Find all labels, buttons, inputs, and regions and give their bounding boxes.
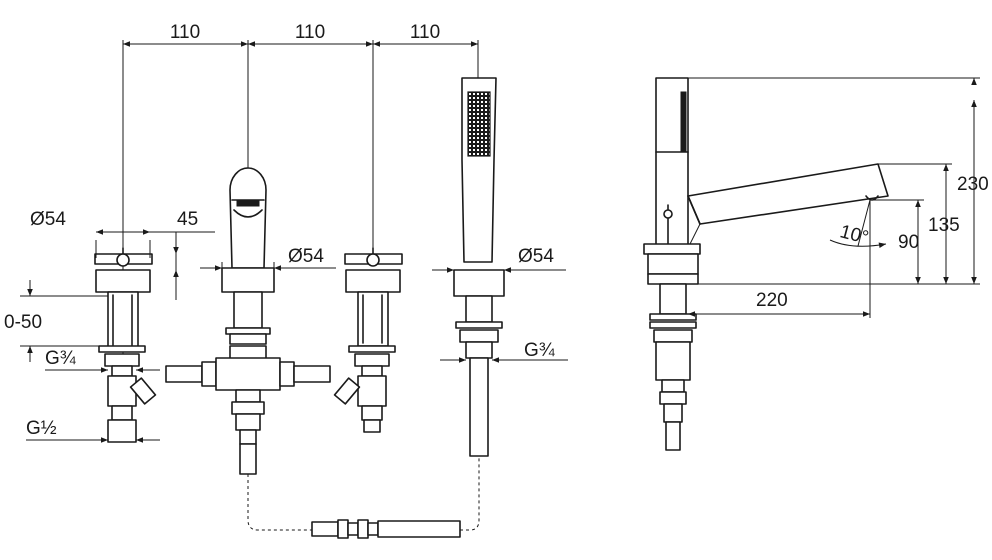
thread-lower-label: G½ (26, 418, 57, 439)
spout-dia-label: Ø54 (288, 246, 324, 267)
cold-valve (94, 247, 157, 443)
cold-projection-label: 45 (177, 209, 198, 230)
spout-dimension: Ø54 (200, 246, 336, 272)
shower-thread-label: G¾ (524, 340, 556, 361)
cold-valve-dimensions: Ø54 45 0-50 G¾ G½ (4, 209, 215, 443)
hose (247, 456, 480, 539)
spacing-label-1: 110 (170, 22, 200, 43)
height-outlet-label: 90 (898, 232, 919, 253)
spacing-dimensions: 110 110 110 (122, 22, 479, 442)
spacing-label-2: 110 (295, 22, 325, 43)
height-spout-label: 135 (928, 215, 960, 236)
adjust-range-label: 0-50 (4, 312, 42, 333)
side-view-dimensions: 230 135 90 220 10° (670, 77, 989, 318)
hot-valve (333, 247, 403, 433)
reach-label: 220 (756, 290, 788, 311)
thread-upper-label: G¾ (45, 348, 77, 369)
shower-dimensions: Ø54 G¾ (432, 246, 568, 363)
spout (165, 167, 331, 475)
cold-dia-label: Ø54 (30, 209, 66, 230)
angle-label: 10° (838, 221, 871, 249)
side-view (643, 77, 889, 451)
spacing-label-3: 110 (410, 22, 440, 43)
hand-shower (453, 77, 505, 457)
height-total-label: 230 (957, 174, 989, 195)
shower-dia-label: Ø54 (518, 246, 554, 267)
